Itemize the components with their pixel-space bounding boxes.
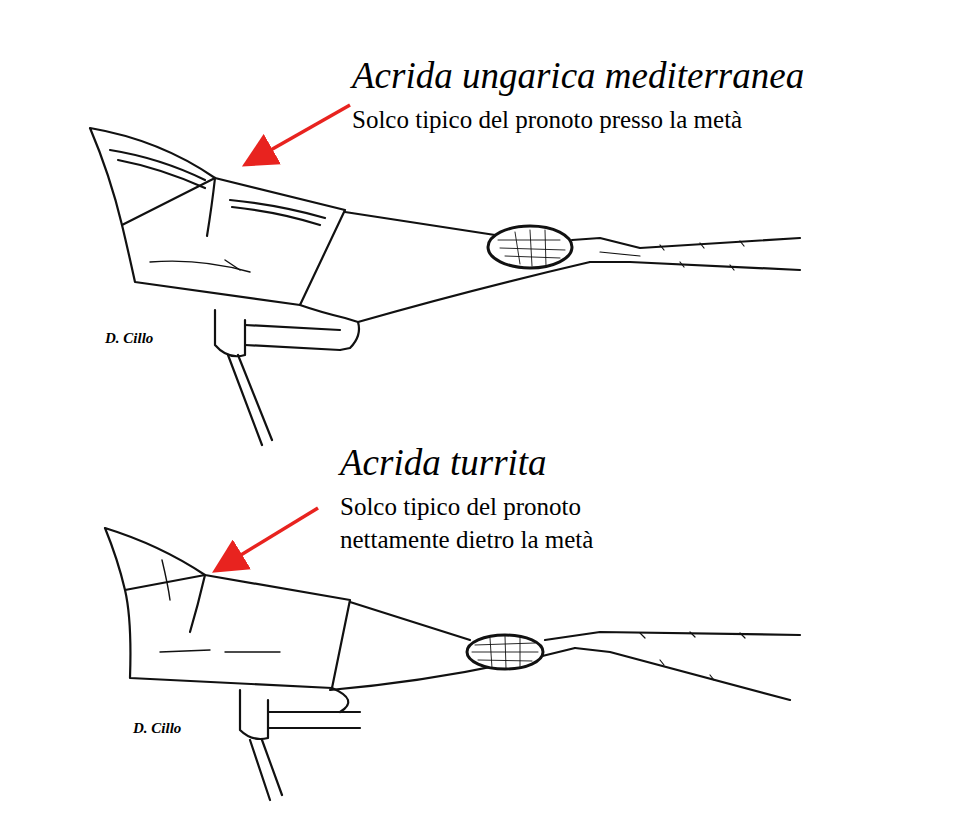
- description-note: Solco tipico del pronoto presso la metà: [352, 104, 742, 137]
- species-name: Acrida ungarica mediterranea: [352, 56, 804, 97]
- description-note: Solco tipico del pronoto nettamente diet…: [340, 491, 670, 556]
- artist-signature: D. Cillo: [105, 330, 153, 347]
- species-name: Acrida turrita: [340, 443, 547, 484]
- artist-signature: D. Cillo: [133, 720, 181, 737]
